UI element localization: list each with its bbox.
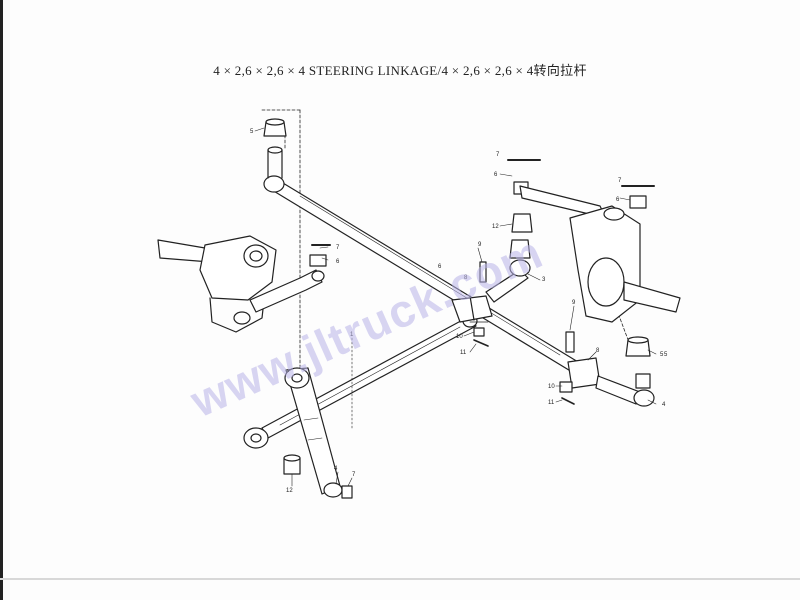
steering-knuckle-right bbox=[569, 205, 681, 323]
callout-label: 12 bbox=[492, 224, 499, 230]
callout-label: 7 bbox=[336, 245, 340, 251]
center-clamp bbox=[451, 261, 493, 323]
callout-label: 4 bbox=[334, 466, 338, 472]
callout-label: 6 bbox=[336, 259, 340, 265]
callout-label: 9 bbox=[572, 300, 576, 306]
ball-joint-boot-left bbox=[263, 118, 287, 137]
callout-label: 8 bbox=[596, 348, 600, 354]
bolt-lower bbox=[283, 454, 301, 475]
scan-bottom-edge bbox=[0, 578, 800, 580]
tie-rod-end-upper-right bbox=[485, 239, 531, 303]
fasteners-lower-right bbox=[559, 381, 575, 405]
callout-label: 9 bbox=[478, 242, 482, 248]
callout-label: 3 bbox=[542, 277, 546, 283]
callout-label: 8 bbox=[464, 275, 468, 281]
callout-label: 5 bbox=[250, 129, 254, 135]
scan-left-edge bbox=[0, 0, 3, 600]
callout-label: 5 bbox=[660, 352, 664, 358]
nut-lower bbox=[341, 485, 353, 499]
steering-arm-left bbox=[249, 269, 325, 313]
callout-label: 10 bbox=[456, 334, 463, 340]
callout-label: 7 bbox=[496, 152, 500, 158]
pitman-arm bbox=[284, 367, 343, 498]
callout-leaders bbox=[254, 127, 657, 487]
callout-label: 7 bbox=[352, 472, 356, 478]
callout-label: 10 bbox=[548, 384, 555, 390]
callout-label: 1 bbox=[350, 332, 354, 338]
ball-joint-boot-right bbox=[625, 336, 651, 357]
callout-label: 4 bbox=[662, 402, 666, 408]
nut-right bbox=[621, 185, 655, 209]
callout-label: 6 bbox=[494, 172, 498, 178]
tie-rod-end-lower-right bbox=[595, 373, 655, 407]
fasteners-center bbox=[473, 327, 489, 347]
callout-label: 12 bbox=[286, 488, 293, 494]
diagram-title: 4 × 2,6 × 2,6 × 4 STEERING LINKAGE/4 × 2… bbox=[213, 63, 587, 78]
callout-label: 6 bbox=[616, 197, 620, 203]
callout-label: 7 bbox=[618, 178, 622, 184]
callout-label: 11 bbox=[548, 400, 555, 406]
callout-label: 11 bbox=[460, 350, 467, 356]
tie-rod bbox=[263, 146, 589, 379]
steering-knuckle-left bbox=[157, 235, 277, 333]
callout-label: 6 bbox=[438, 264, 442, 270]
callout-label: 5 bbox=[664, 352, 668, 358]
callout-labels: 5 7 6 7 6 12 9 6 5 3 8 7 6 9 10 11 8 10 … bbox=[250, 129, 668, 494]
